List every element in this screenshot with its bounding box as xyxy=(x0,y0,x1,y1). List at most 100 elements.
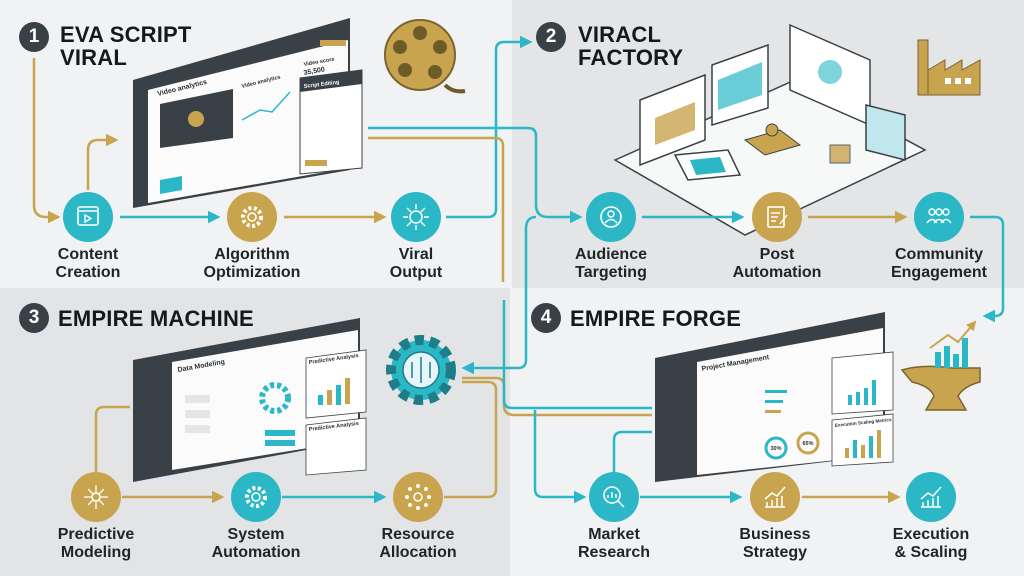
step-label-line1: Execution xyxy=(892,526,970,543)
project-management-mockup: Project Management 30% 65% Execution Sca… xyxy=(655,312,894,482)
step-node-execution-scaling xyxy=(906,472,956,522)
step-node-audience-targeting xyxy=(586,192,636,242)
step-node-algorithm-optimization xyxy=(227,192,277,242)
step-label-line1: Market xyxy=(588,526,640,543)
connector-start-to-content xyxy=(32,58,61,224)
gear-icon xyxy=(245,486,267,508)
connector-audience-to-section3-gear xyxy=(461,215,537,375)
section-3-number: 3 xyxy=(19,303,49,333)
step-node-system-automation xyxy=(231,472,281,522)
gauge-1-value: 30% xyxy=(770,446,781,452)
section-1-title: EVA SCRIPT VIRAL xyxy=(60,23,192,69)
section-3-title: EMPIRE MACHINE xyxy=(58,306,254,331)
script-editing-panel-title: Script Editing xyxy=(304,80,340,90)
edit-document-icon xyxy=(767,206,788,228)
step-node-business-strategy xyxy=(750,472,800,522)
step-label-line1: Business xyxy=(739,526,811,543)
play-burst-icon xyxy=(403,204,429,230)
section-2-title: VIRACL FACTORY xyxy=(578,23,683,69)
connector-content-to-mockup xyxy=(86,133,119,190)
step-label-line2: & Scaling xyxy=(894,544,968,561)
section-1-title-line1: EVA SCRIPT xyxy=(60,22,192,47)
video-window-icon xyxy=(77,206,99,226)
section-4-title: EMPIRE FORGE xyxy=(570,306,742,331)
connector-mockup-to-audience xyxy=(368,126,583,224)
anvil-growth-icon xyxy=(900,320,981,411)
video-score-value: 35,500 xyxy=(303,66,325,77)
target-user-icon xyxy=(600,206,622,228)
step-label-line1: Content xyxy=(57,246,119,263)
connector-section4-to-market xyxy=(533,410,587,504)
step-label-line2: Creation xyxy=(55,264,121,281)
section-1-number: 1 xyxy=(19,22,49,52)
step-label-line2: Output xyxy=(389,264,443,281)
social-factory-illustration xyxy=(613,23,927,236)
step-node-content-creation xyxy=(63,192,113,242)
connector-market-to-mockup xyxy=(612,430,652,472)
step-node-post-automation xyxy=(752,192,802,242)
step-label-line2: Modeling xyxy=(60,544,132,561)
data-modeling-mockup: Data Modeling Predictive Analysis Predic… xyxy=(133,318,367,482)
people-group-icon xyxy=(926,208,952,224)
step-label-line2: Automation xyxy=(211,544,301,561)
step-label-line2: Research xyxy=(577,544,651,561)
step-label-line2: Engagement xyxy=(890,264,987,281)
step-label-line1: Algorithm xyxy=(214,246,290,263)
section-4-number: 4 xyxy=(531,303,561,333)
magnify-chart-icon xyxy=(603,486,625,508)
gauge-2-value: 65% xyxy=(802,441,813,447)
section-2-title-line1: VIRACL xyxy=(578,22,662,47)
execution-scaling-panel-title: Execution Scaling Metrics xyxy=(835,417,893,428)
step-node-viral-output xyxy=(391,192,441,242)
step-node-market-research xyxy=(589,472,639,522)
section-2-number: 2 xyxy=(536,22,566,52)
step-node-resource-allocation xyxy=(393,472,443,522)
connector-resource-to-gear xyxy=(444,380,498,499)
connector-community-to-section4 xyxy=(970,215,1005,323)
step-label-line1: Resource xyxy=(381,526,455,543)
step-label-line1: Viral xyxy=(398,246,434,263)
gear-circuit-icon xyxy=(386,335,456,405)
step-label-line1: Community xyxy=(895,246,983,263)
connector-predictive-to-mockup xyxy=(94,405,130,472)
step-label-line2: Strategy xyxy=(742,544,808,561)
step-node-predictive-modeling xyxy=(71,472,121,522)
connector-viral-to-section2 xyxy=(446,35,533,219)
factory-icon xyxy=(917,39,981,96)
distribution-icon xyxy=(405,484,431,510)
network-node-icon xyxy=(84,485,108,509)
step-node-community-engagement xyxy=(914,192,964,242)
section-1-title-line2: VIRAL xyxy=(60,45,127,70)
step-label-line1: Post xyxy=(759,246,795,263)
growth-chart-icon xyxy=(764,486,786,508)
video-score-label: Video score xyxy=(303,57,335,68)
growth-chart-icon xyxy=(920,486,942,508)
section-2-title-line2: FACTORY xyxy=(578,45,684,70)
gear-wrench-icon xyxy=(241,206,263,228)
step-label-line1: System xyxy=(227,526,285,543)
video-analytics-mockup: Video analytics Video analytics Video sc… xyxy=(133,18,363,208)
step-label-line2: Optimization xyxy=(203,264,301,281)
step-label-execution-scaling: Execution& Scaling xyxy=(856,526,1006,562)
connector-gear-to-forge xyxy=(462,376,652,417)
step-label-line2: Automation xyxy=(732,264,822,281)
step-label-line1: Audience xyxy=(574,246,647,263)
step-label-line1: Predictive xyxy=(57,526,135,543)
connector-gear-to-market xyxy=(502,300,652,410)
step-label-line2: Allocation xyxy=(379,544,457,561)
film-reel-ai-icon xyxy=(384,19,466,94)
connector-mockup-to-section3 xyxy=(368,136,505,282)
step-label-line2: Targeting xyxy=(575,264,647,281)
